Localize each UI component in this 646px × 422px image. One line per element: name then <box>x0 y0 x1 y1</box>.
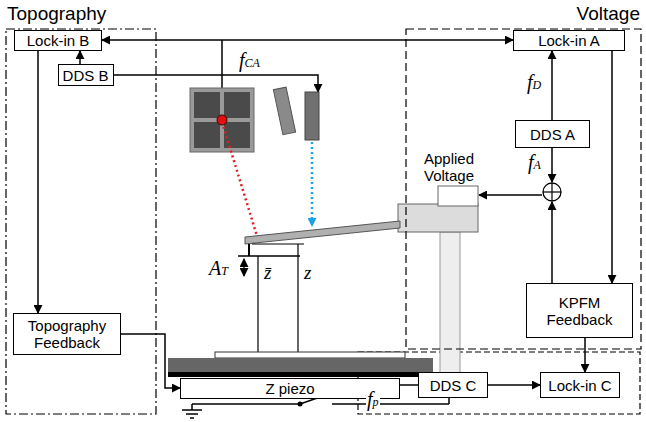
signal-arrow <box>37 51 39 313</box>
holder-block <box>438 186 478 206</box>
process-box: DDS B <box>58 64 114 86</box>
distance-tick <box>252 243 304 244</box>
process-box: Lock-in C <box>540 372 620 398</box>
amplitude-label: AT <box>208 258 229 281</box>
amplitude-arrow <box>243 259 244 276</box>
process-box: Lock-in A <box>513 30 625 51</box>
voltage-wire <box>479 194 542 196</box>
box-label: Z piezo <box>265 380 314 397</box>
cantilever <box>245 221 400 244</box>
signal-arrow <box>584 338 586 372</box>
signal-arrow <box>551 51 553 120</box>
sample <box>215 352 405 358</box>
group-region: TopographyLock-in B DDS B Topography Feedb… <box>5 2 157 415</box>
stage-base <box>168 372 433 377</box>
laser-beam <box>222 122 257 236</box>
process-box: DDS C <box>418 372 488 398</box>
group-title: Topography <box>7 3 106 25</box>
frequency-label: fCA <box>238 50 261 73</box>
box-label: Lock-in A <box>538 32 600 49</box>
distance-line <box>297 244 298 356</box>
switch-pivot <box>298 402 303 407</box>
signal-arrow <box>488 384 540 386</box>
process-box: DDS A <box>515 120 590 148</box>
box-label: DDS C <box>430 377 477 394</box>
signal-arrow <box>611 51 613 283</box>
box-label: DDS A <box>530 126 575 143</box>
signal-arrow <box>121 334 180 388</box>
frequency-label: fD <box>526 72 542 95</box>
excitation-beam <box>311 142 314 226</box>
box-label: DDS B <box>63 67 109 84</box>
signal-label: Applied Voltage <box>412 150 486 184</box>
tip <box>248 244 250 256</box>
tip-level <box>238 255 300 256</box>
photodetector <box>190 88 254 152</box>
signal-wire <box>221 40 223 88</box>
frequency-label: fp <box>366 389 380 412</box>
box-label: Topography Feedback <box>18 317 116 351</box>
distance-label: z <box>303 262 312 284</box>
signal-arrow <box>79 51 81 64</box>
mean-distance-line <box>257 256 258 356</box>
cantilever-holder <box>398 204 478 232</box>
box-label: Lock-in C <box>548 377 611 394</box>
sample-stage <box>168 358 433 372</box>
laser-source <box>273 87 319 140</box>
drive-wire <box>551 148 553 182</box>
box-label: KPFM Feedback <box>531 294 628 328</box>
feedback-wire <box>551 202 553 283</box>
process-box: KPFM Feedback <box>526 283 633 338</box>
process-box: Topography Feedback <box>13 313 121 355</box>
process-box: Lock-in B <box>14 30 102 51</box>
frequency-label: fA <box>527 152 542 175</box>
box-label: Lock-in B <box>27 32 90 49</box>
signal-arrow <box>102 39 513 41</box>
group-title: Voltage <box>577 3 640 25</box>
sum-junction <box>543 183 561 201</box>
distance-label: z̄ <box>263 262 272 284</box>
